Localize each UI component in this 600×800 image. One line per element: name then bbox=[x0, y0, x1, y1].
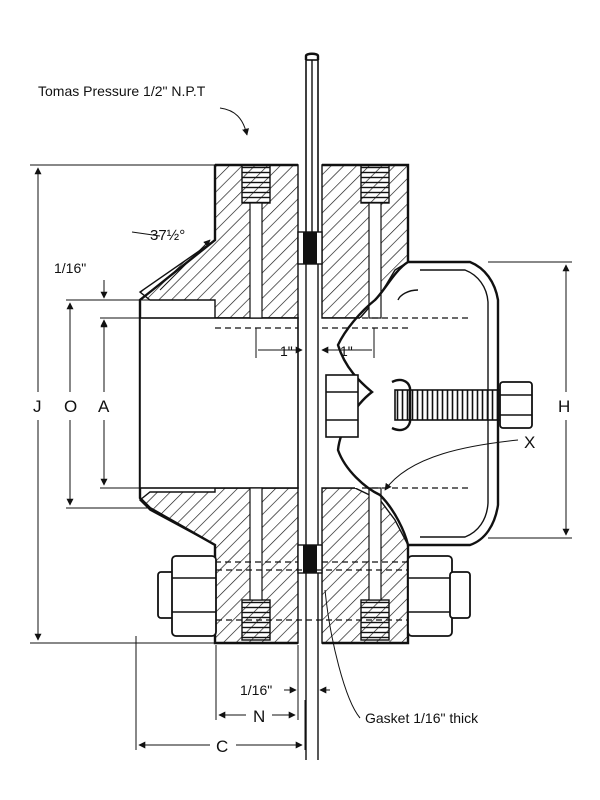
right-flange bbox=[321, 163, 410, 645]
pressure-tap-thread-left bbox=[241, 164, 271, 204]
dim-J-label: J bbox=[33, 397, 42, 416]
dim-A-label: A bbox=[98, 397, 110, 416]
dim-C-label: C bbox=[216, 737, 228, 756]
one-inch-left-label: 1" bbox=[280, 343, 293, 359]
dimension-lines bbox=[30, 107, 572, 750]
dim-N-label: N bbox=[253, 707, 265, 726]
gasket-label: Gasket 1/16" thick bbox=[365, 710, 479, 726]
angle-label: 37½° bbox=[150, 227, 185, 244]
dim-X-label: X bbox=[524, 433, 535, 452]
one-inch-right-label: 1" bbox=[340, 343, 353, 359]
flange-bolt bbox=[157, 555, 471, 637]
orifice-plate bbox=[297, 52, 323, 760]
pressure-tap-label: Tomas Pressure 1/2" N.P.T bbox=[38, 83, 206, 99]
gap-bottom-label: 1/16" bbox=[240, 682, 272, 698]
dim-H-label: H bbox=[558, 397, 570, 416]
dim-O-label: O bbox=[64, 397, 77, 416]
jack-screw bbox=[325, 374, 533, 438]
gap-top-label: 1/16" bbox=[54, 260, 86, 276]
pressure-tap-thread-right bbox=[360, 164, 390, 204]
